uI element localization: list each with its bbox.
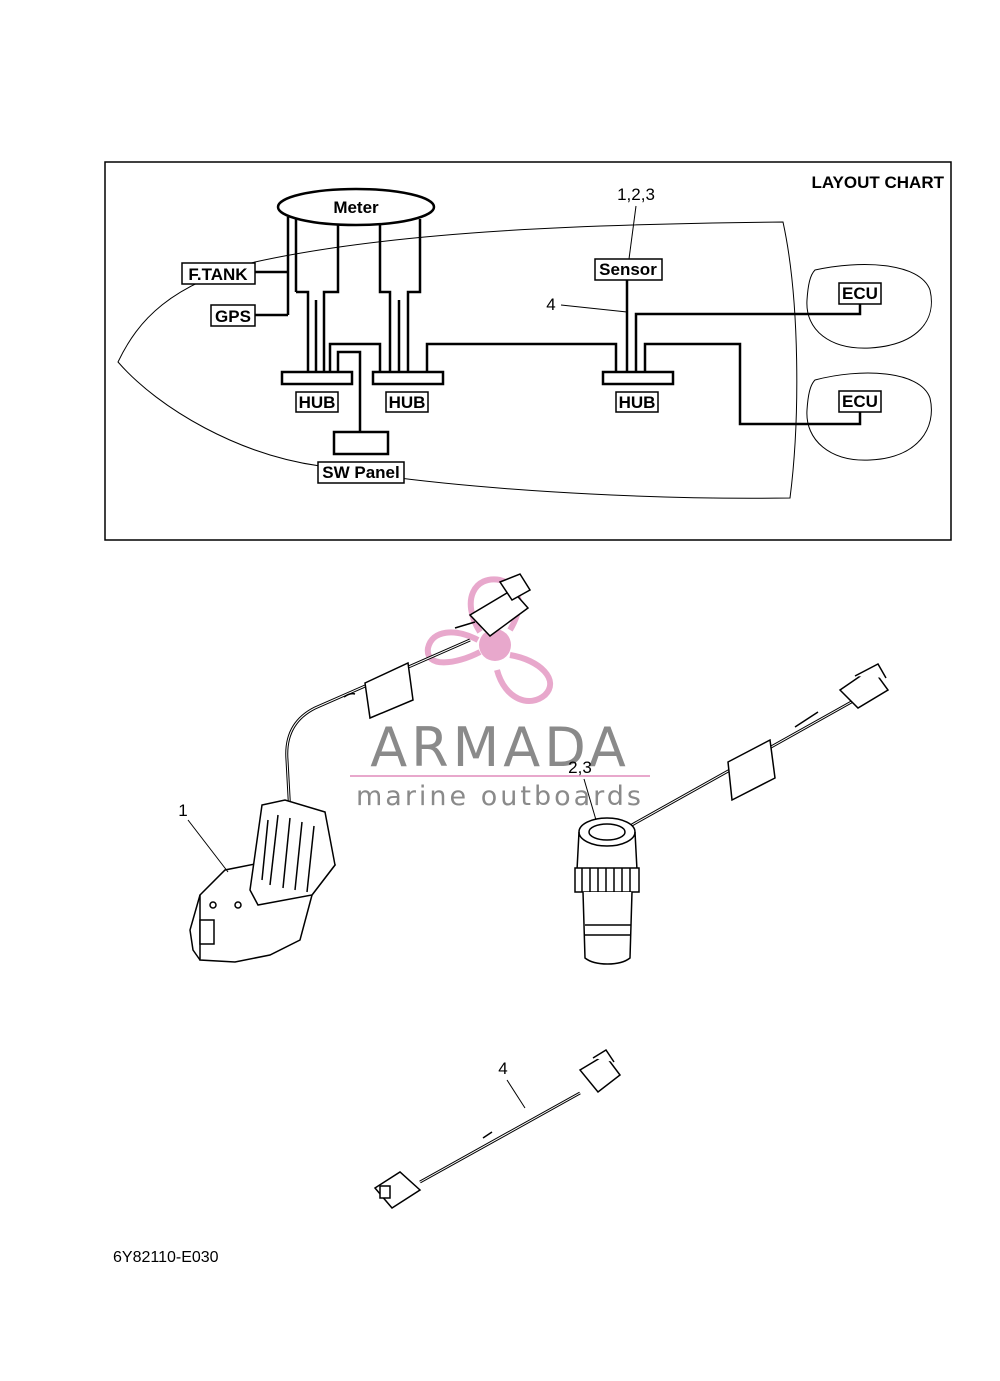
meter-wiring [286, 217, 618, 432]
hub-bar-2 [371, 370, 445, 386]
sensor-box [594, 258, 663, 281]
gps-label: GPS [215, 307, 251, 326]
sensor-refs-leader [628, 205, 637, 260]
diagram-code: 6Y82110-E030 [113, 1249, 219, 1266]
ecu-wire-upper [634, 304, 862, 372]
transducer-illustration [189, 573, 532, 963]
part-callout-4: 4 [498, 1059, 507, 1078]
hub-bar-1 [280, 370, 354, 386]
ecu-label-1: ECU [842, 284, 878, 303]
ftank-label: F.TANK [188, 265, 248, 284]
hub-box-2 [385, 391, 429, 413]
extension-cable-illustration [373, 1048, 622, 1209]
sw-panel-block [332, 430, 390, 456]
part-callout-2-3-leader [583, 778, 597, 821]
sensor-refs-callout: 1,2,3 [617, 185, 655, 204]
sw-panel-label: SW Panel [322, 463, 399, 482]
ftank-box [181, 262, 256, 285]
cable-callout-leader [560, 304, 628, 313]
hub-label-2: HUB [389, 393, 426, 412]
hub-box-1 [295, 391, 339, 413]
meter-label: Meter [333, 198, 379, 217]
cable-callout-chart: 4 [546, 295, 555, 314]
armada-watermark: ARMADA marine outboards [350, 576, 650, 812]
hub-label-1: HUB [299, 393, 336, 412]
meter-ellipse [276, 187, 436, 227]
part-callout-1-leader [187, 819, 229, 873]
layout-chart: LAYOUT CHART Meter F.TANK GPS [104, 161, 952, 541]
gps-box [210, 304, 256, 327]
layout-chart-frame [104, 161, 952, 541]
ecu-box-2 [838, 390, 882, 413]
engine-outline-upper [806, 264, 932, 349]
part-callout-1: 1 [178, 801, 187, 820]
propeller-logo [424, 576, 554, 704]
watermark-brand: ARMADA [370, 716, 630, 779]
ecu-label-2: ECU [842, 392, 878, 411]
watermark-tagline: marine outboards [356, 781, 644, 812]
hub-bar-3 [601, 370, 675, 386]
hub-box-3 [615, 391, 659, 413]
boat-hull-outline [117, 221, 798, 499]
part-callout-4-leader [506, 1079, 526, 1109]
engine-outline-lower [806, 372, 932, 461]
sensor-label: Sensor [599, 260, 657, 279]
ecu-box-1 [838, 282, 882, 305]
hub-label-3: HUB [619, 393, 656, 412]
speed-sensor-illustration [574, 663, 890, 965]
ecu-wire-lower [643, 342, 862, 426]
part-callout-2-3: 2,3 [568, 758, 592, 777]
sw-panel-box [317, 461, 405, 484]
layout-chart-title: LAYOUT CHART [811, 173, 944, 192]
